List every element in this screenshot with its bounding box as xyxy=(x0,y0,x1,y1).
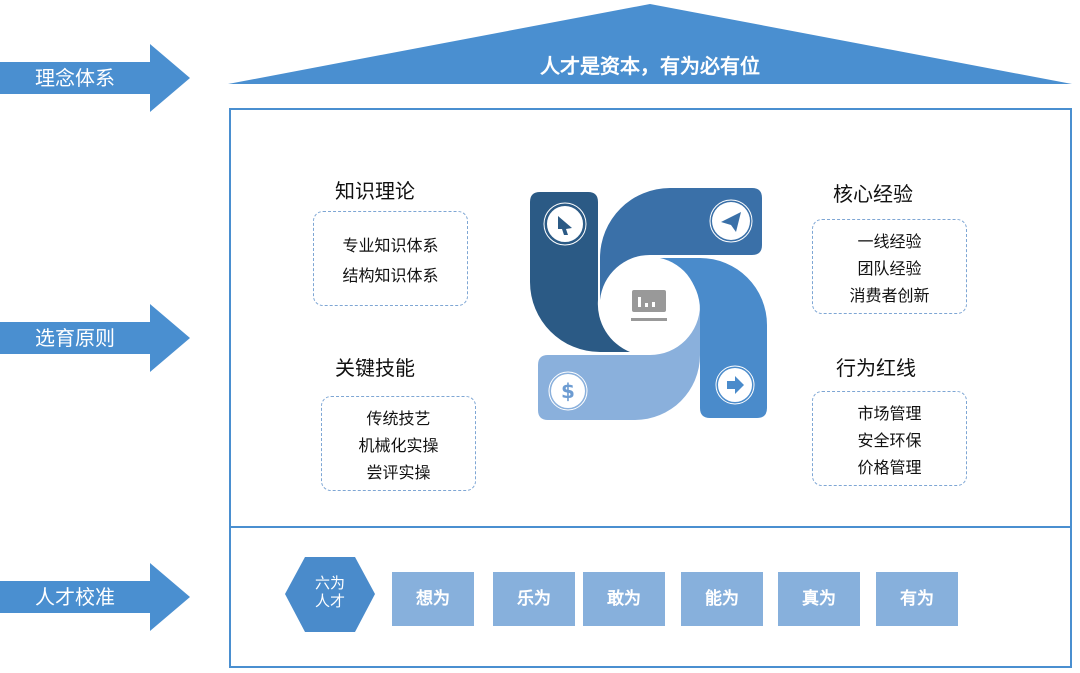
list-item: 机械化实操 xyxy=(358,435,439,455)
roof-title: 人才是资本，有为必有位 xyxy=(540,54,760,78)
label-text: 选育原则 xyxy=(35,326,115,350)
quadrant-title: 行为红线 xyxy=(836,356,916,380)
tile-lewei: 乐为 xyxy=(493,572,575,626)
list-item: 价格管理 xyxy=(857,457,922,477)
hexagon-label: 六为 人才 xyxy=(285,574,375,610)
calibration-frame xyxy=(229,526,1072,668)
dashboard-icon xyxy=(631,290,667,321)
tile-youwei: 有为 xyxy=(876,572,958,626)
list-item: 消费者创新 xyxy=(849,285,930,305)
quadrant-box: 一线经验 团队经验 消费者创新 xyxy=(812,219,967,314)
list-item: 安全环保 xyxy=(857,430,922,450)
tile-xiangwei: 想为 xyxy=(392,572,474,626)
quadrant-box: 市场管理 安全环保 价格管理 xyxy=(812,391,967,486)
quadrant-title: 知识理论 xyxy=(335,179,415,203)
hexagon-badge xyxy=(285,557,375,632)
hexagon-line: 六为 xyxy=(314,574,345,592)
list-item: 团队经验 xyxy=(857,258,922,278)
quadrant-title: 关键技能 xyxy=(335,356,415,380)
tile-nengwei: 能为 xyxy=(681,572,763,626)
dollar-icon: $ xyxy=(548,371,588,411)
svg-text:$: $ xyxy=(561,379,575,403)
list-item: 尝评实操 xyxy=(366,462,431,482)
list-item: 一线经验 xyxy=(857,231,922,251)
quadrant-box: 传统技艺 机械化实操 尝评实操 xyxy=(321,396,476,491)
quadrant-box: 专业知识体系 结构知识体系 xyxy=(313,211,468,306)
tile-ganwei: 敢为 xyxy=(583,572,665,626)
list-item: 市场管理 xyxy=(857,403,922,423)
list-item: 专业知识体系 xyxy=(342,235,439,255)
label-text: 理念体系 xyxy=(35,66,115,90)
quadrant-title: 核心经验 xyxy=(833,182,913,206)
paper-plane-icon xyxy=(709,199,753,243)
arrow-label-philosophy: 理念体系 xyxy=(0,44,190,112)
arrow-right-icon xyxy=(715,365,755,405)
roof-triangle xyxy=(228,4,1072,84)
tile-zhenwei: 真为 xyxy=(778,572,860,626)
arrow-label-calibration: 人才校准 xyxy=(0,563,190,631)
arrow-label-principles: 选育原则 xyxy=(0,304,190,372)
label-text: 人才校准 xyxy=(35,585,115,609)
list-item: 结构知识体系 xyxy=(342,265,439,285)
megaphone-icon xyxy=(543,202,587,246)
hexagon-line: 人才 xyxy=(314,592,345,610)
list-item: 传统技艺 xyxy=(366,408,431,428)
